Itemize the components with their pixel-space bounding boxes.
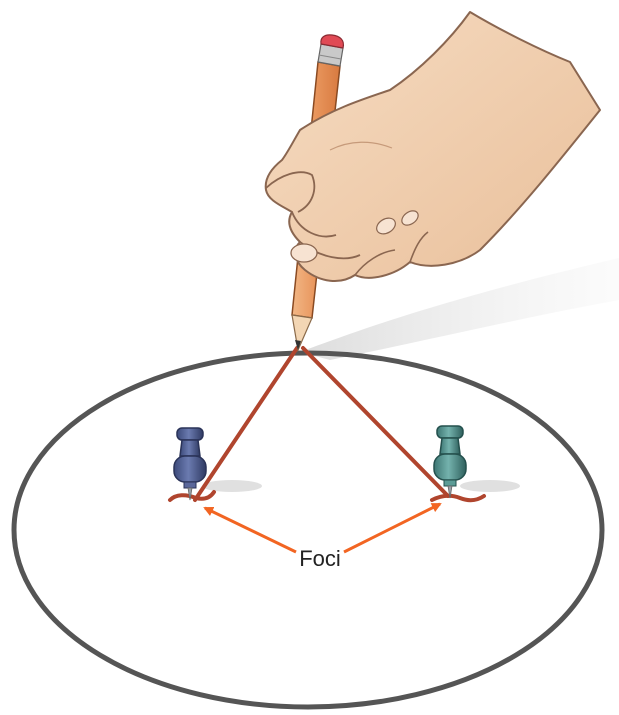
foci-arrows: [205, 504, 440, 552]
pin-shadow-left: [202, 480, 262, 492]
foci-label: Foci: [299, 546, 341, 571]
arrow-to-right-focus: [344, 504, 440, 552]
pin-shadow-right: [460, 480, 520, 492]
hand-icon: [266, 12, 600, 281]
arrow-to-left-focus: [205, 508, 296, 552]
ellipse-outline: [14, 353, 602, 707]
